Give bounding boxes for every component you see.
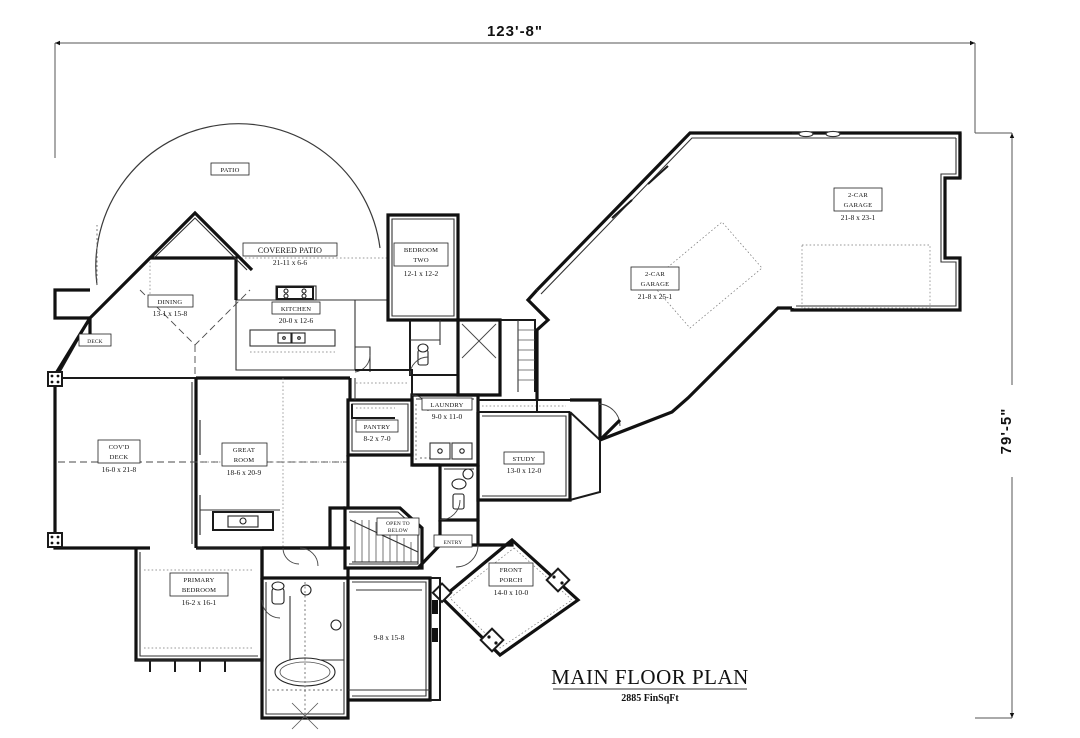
room-label-garage-left: 2-CAR GARAGE 21-8 x 25-1 — [630, 266, 680, 301]
garage-left-size: 21-8 x 25-1 — [638, 292, 673, 301]
room-label-garage-right: 2-CAR GARAGE 21-8 x 23-1 — [833, 187, 883, 222]
misc-walls — [196, 369, 538, 567]
covd-deck-label-line1: COV'D — [109, 444, 130, 451]
garage-right-label-line2: GARAGE — [844, 202, 873, 209]
covered-patio-label: COVERED PATIO — [258, 246, 322, 255]
room-label-bonus-room: 9-8 x 15-8 — [374, 633, 405, 642]
patio-label: PATIO — [220, 167, 239, 174]
garage-right-size: 21-8 x 23-1 — [841, 213, 876, 222]
kitchen-size: 20-0 x 12-6 — [279, 316, 314, 325]
bonus-room-size: 9-8 x 15-8 — [374, 633, 405, 642]
room-label-great-room: GREAT ROOM 18-6 x 20-9 — [221, 442, 268, 477]
hall-right-of-bedroom — [456, 318, 536, 397]
central-hall-area — [438, 399, 570, 522]
bedroom-two-size: 12-1 x 12-2 — [404, 269, 439, 278]
study-label: STUDY — [513, 456, 536, 463]
room-label-covd-deck: COV'D DECK 16-0 x 21-8 — [97, 439, 141, 474]
stair-area — [343, 506, 424, 570]
garage-left-label-line1: 2-CAR — [645, 271, 665, 278]
patio-arc — [95, 123, 381, 286]
laundry-size: 9-0 x 11-0 — [432, 412, 463, 421]
great-room-label-line2: ROOM — [234, 457, 255, 464]
room-label-deck: DECK — [78, 333, 112, 347]
room-label-front-porch: FRONT PORCH 14-0 x 10-0 — [488, 562, 534, 597]
room-label-pantry: PANTRY 8-2 x 7-0 — [355, 419, 399, 443]
overall-width-text: 123'-8" — [487, 23, 543, 40]
front-porch-label-line2: PORCH — [500, 577, 523, 584]
deck-area — [53, 288, 92, 381]
overall-depth-text: 79'-5" — [998, 408, 1015, 455]
room-label-patio: PATIO — [210, 162, 250, 176]
title-block: MAIN FLOOR PLAN 2885 FinSqFt — [551, 665, 749, 704]
room-label-covered-patio: COVERED PATIO 21-11 x 6-6 — [242, 242, 338, 267]
bonus-room-area — [348, 576, 441, 702]
pantry-label: PANTRY — [364, 424, 391, 431]
study-area — [476, 398, 621, 502]
front-porch-area — [431, 537, 581, 658]
primary-bedroom-area — [134, 548, 264, 672]
primary-bedroom-label-line2: BEDROOM — [182, 587, 216, 594]
room-label-study: STUDY 13-0 x 12-0 — [503, 451, 545, 475]
covd-deck-size: 16-0 x 21-8 — [102, 465, 137, 474]
covd-deck-area — [47, 371, 201, 550]
room-label-entry: ENTRY — [433, 534, 473, 548]
garage-right-label-line1: 2-CAR — [848, 192, 868, 199]
entry-label: ENTRY — [444, 540, 463, 546]
dining-label: DINING — [158, 299, 183, 306]
plan-subtitle: 2885 FinSqFt — [621, 693, 679, 704]
garage-left-label-line2: GARAGE — [641, 281, 670, 288]
room-label-bedroom-two: BEDROOM TWO 12-1 x 12-2 — [393, 242, 449, 278]
kitchen-label: KITCHEN — [281, 306, 311, 313]
great-room-area — [196, 376, 350, 550]
great-room-size: 18-6 x 20-9 — [227, 468, 262, 477]
dining-area — [88, 210, 254, 385]
laundry-label: LAUNDRY — [430, 402, 463, 409]
open-to-below-label-line1: OPEN TO — [386, 521, 410, 527]
room-label-open-to-below: OPEN TO BELOW — [376, 517, 420, 536]
open-to-below-label-line2: BELOW — [388, 528, 409, 534]
garage-left-area — [525, 131, 962, 442]
front-porch-size: 14-0 x 10-0 — [494, 588, 529, 597]
bedroom-two-label-line2: TWO — [413, 257, 429, 264]
overall-depth-dimension: 79'-5" — [975, 132, 1018, 719]
bedroom-two-walls — [386, 213, 460, 376]
room-label-dining: DINING 13-1 x 15-8 — [147, 294, 194, 318]
dining-size: 13-1 x 15-8 — [153, 309, 188, 318]
primary-bath-area — [260, 548, 350, 730]
plan-title: MAIN FLOOR PLAN — [551, 665, 749, 689]
front-porch-label-line1: FRONT — [500, 567, 523, 574]
deck-label: DECK — [87, 339, 102, 345]
study-size: 13-0 x 12-0 — [507, 466, 542, 475]
covered-patio-size: 21-11 x 6-6 — [273, 258, 308, 267]
great-room-label-line1: GREAT — [233, 447, 255, 454]
garage-right-area — [790, 130, 962, 312]
overall-width-dimension: 123'-8" — [54, 22, 976, 158]
primary-bedroom-size: 16-2 x 16-1 — [182, 598, 217, 607]
room-label-kitchen: KITCHEN 20-0 x 12-6 — [271, 301, 321, 325]
room-label-laundry: LAUNDRY 9-0 x 11-0 — [421, 397, 473, 421]
pantry-size: 8-2 x 7-0 — [363, 434, 390, 443]
bedroom-two-label-line1: BEDROOM — [404, 247, 438, 254]
room-label-primary-bedroom: PRIMARY BEDROOM 16-2 x 16-1 — [169, 572, 229, 607]
kitchen-area — [235, 285, 371, 373]
covd-deck-label-line2: DECK — [110, 454, 129, 461]
primary-bedroom-label-line1: PRIMARY — [183, 577, 214, 584]
